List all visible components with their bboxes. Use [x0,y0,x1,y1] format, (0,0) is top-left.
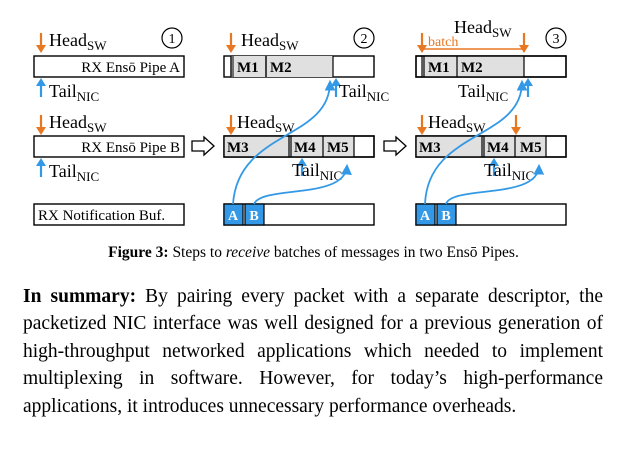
tail-nic-label: TailNIC [49,161,99,184]
svg-text:TailNIC: TailNIC [458,81,508,104]
next-step-arrow-1 [191,135,215,157]
notif-buf-label: RX Notification Buf. [38,208,165,224]
caption-emphasis: receive [225,244,271,261]
svg-text:A: A [228,209,239,224]
svg-text:M1: M1 [428,60,450,76]
svg-text:A: A [420,209,431,224]
svg-text:B: B [441,209,450,224]
svg-text:HeadSW: HeadSW [237,112,295,135]
step-2: HeadSW 2 M1 M2 TailNIC HeadSW M3 M4 M5 T… [223,27,389,226]
next-step-arrow-2 [383,135,407,157]
svg-text:HeadSW: HeadSW [428,112,486,135]
head-sw-label: HeadSW [49,112,107,135]
paragraph-lead: In summary: [23,286,137,307]
caption-text: Steps to [168,244,226,261]
svg-text:HeadSW: HeadSW [454,17,512,40]
figure-3: HeadSW RX Ensō Pipe A TailNIC 1 HeadSW R… [33,17,567,226]
svg-text:M4: M4 [294,140,316,156]
svg-text:TailNIC: TailNIC [484,160,534,183]
svg-text:M2: M2 [270,60,292,76]
step-number-1: 1 [169,32,176,47]
svg-text:B: B [249,209,258,224]
caption-prefix: Figure 3: [108,244,169,261]
svg-text:M3: M3 [419,140,441,156]
step-1-pipe-b: HeadSW RX Ensō Pipe B TailNIC [33,112,185,184]
head-sw-label: HeadSW [49,30,107,53]
pipe-b-label: RX Ensō Pipe B [81,140,180,156]
svg-text:TailNIC: TailNIC [292,160,342,183]
svg-text:M2: M2 [461,60,483,76]
step-3: HeadSW batch 3 M1 M2 TailNIC HeadSW M3 M… [415,17,567,226]
tail-nic-label: TailNIC [49,81,99,104]
svg-text:M1: M1 [237,60,259,76]
pipe-a-label: RX Ensō Pipe A [81,60,180,76]
step-number-2: 2 [361,32,368,47]
paragraph-body: By pairing every packet with a separate … [23,286,603,417]
batch-label: batch [428,35,458,50]
step-1-pipe-a: HeadSW RX Ensō Pipe A TailNIC [33,30,185,104]
summary-paragraph: In summary: By pairing every packet with… [23,283,603,420]
svg-text:M3: M3 [227,140,249,156]
svg-text:M5: M5 [327,140,349,156]
svg-text:TailNIC: TailNIC [339,81,389,104]
svg-text:HeadSW: HeadSW [241,30,299,53]
svg-text:M4: M4 [487,140,509,156]
svg-text:M5: M5 [520,140,542,156]
step-number-3: 3 [553,32,560,47]
figure-caption: Figure 3: Steps to receive batches of me… [0,244,627,262]
caption-text-end: batches of messages in two Ensō Pipes. [270,244,519,261]
